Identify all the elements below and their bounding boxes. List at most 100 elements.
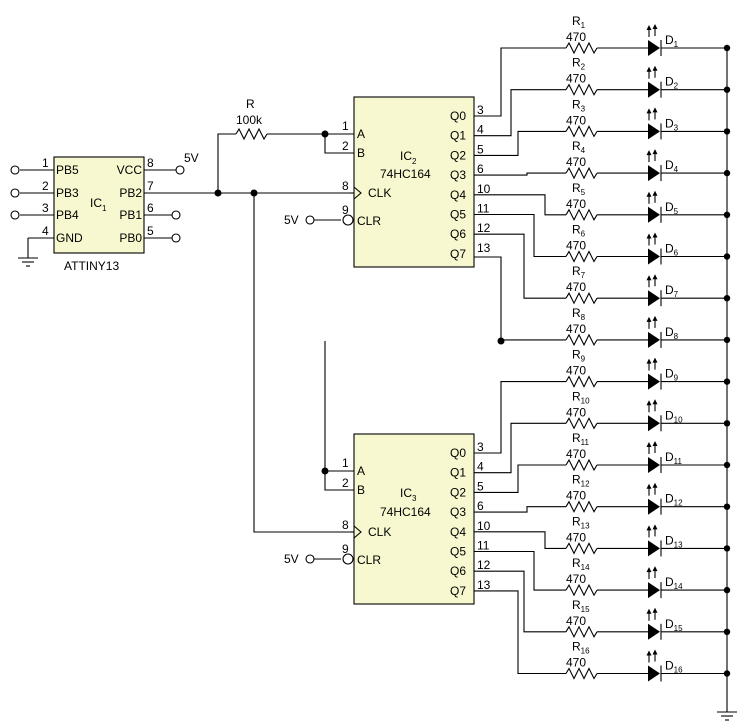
resistor-icon [565, 458, 598, 472]
light-arrow-head [652, 482, 658, 488]
q-output-wire [474, 531, 566, 549]
resistor-value: 470 [566, 197, 586, 211]
light-arrow-head [646, 442, 652, 447]
resistor-value: 470 [566, 656, 586, 670]
diode-ref: D9 [665, 367, 679, 383]
resistor-ref: R2 [572, 56, 586, 72]
junction-dot [321, 130, 329, 138]
mcu-body [53, 156, 145, 254]
light-arrow-head [652, 107, 658, 113]
diode-ref: D13 [665, 533, 683, 549]
q-output-pin-num: 3 [477, 103, 484, 117]
resistor-value: 470 [566, 30, 586, 44]
q-output-pin-num: 6 [477, 162, 484, 176]
resistor-ref: R4 [572, 139, 586, 155]
led-diode-icon [648, 457, 660, 473]
mcu-pin-name: PB2 [119, 186, 142, 200]
q-output-wire [474, 422, 566, 474]
q-output-wire [474, 464, 566, 493]
pb4-terminal [10, 210, 20, 220]
pb0-terminal [171, 233, 181, 243]
resistor-icon [565, 333, 598, 347]
mcu-ic1: 1 2 3 4 PB5 PB3 PB4 GND 8 7 6 5 VCC PB2 … [10, 151, 254, 273]
resistor-value: 470 [566, 572, 586, 586]
light-arrow-head [652, 190, 658, 196]
led-diode-icon [648, 540, 660, 557]
q-output-label: Q3 [450, 168, 466, 182]
ic3-pin-num: 2 [342, 476, 349, 490]
q-output-pin-num: 5 [477, 479, 484, 493]
q-output-wire [474, 172, 566, 176]
resistor-icon [565, 41, 598, 55]
q-output-wire [474, 194, 566, 216]
led-diode-icon [648, 40, 660, 56]
q-output-wire [474, 47, 566, 117]
light-arrow-head [652, 399, 658, 405]
q-output-label: Q4 [450, 525, 466, 539]
vcc-terminal [175, 165, 185, 175]
q-output-pin-num: 13 [477, 241, 491, 255]
q-output-pin-num: 10 [477, 519, 491, 533]
mcu-pin-num: 8 [147, 156, 154, 170]
light-arrow-head [652, 566, 658, 572]
q-output-pin-num: 11 [477, 539, 490, 553]
q-output-label: Q3 [450, 505, 466, 519]
led-diode-icon [648, 373, 660, 390]
light-arrow-head [646, 191, 652, 197]
q-output-label: Q7 [450, 247, 466, 261]
diode-ref: D11 [665, 450, 683, 466]
q-output-label: Q7 [450, 584, 466, 598]
pb1-terminal [171, 210, 181, 220]
ic2-pin-num: 1 [342, 119, 349, 133]
ic3-pin-num: 1 [342, 456, 349, 470]
q-output-pin-num: 3 [477, 440, 484, 454]
resistor-ref: R12 [572, 473, 590, 489]
resistor-icon [565, 542, 598, 555]
resistor-ref: R6 [572, 223, 586, 239]
led-diode-icon [648, 165, 660, 182]
mcu-pin-name: VCC [117, 163, 143, 177]
resistor-icon [565, 500, 598, 513]
diode-ref: D16 [665, 659, 683, 675]
led-diode-icon [648, 248, 660, 265]
ic3-pin-name: CLR [357, 553, 381, 567]
resistor-icon [565, 208, 598, 222]
clock-edge-icon [353, 525, 362, 539]
q-output-label: Q1 [450, 466, 466, 480]
q-output-wire [474, 213, 566, 258]
ic3-pin-name: B [357, 483, 365, 497]
q-output-pin-num: 4 [477, 460, 484, 474]
resistor-ref: R7 [572, 264, 586, 280]
clock-edge-icon [353, 186, 362, 200]
resistor-r-100k: R 100k [217, 97, 354, 193]
light-arrow-head [652, 607, 658, 613]
led-diode-icon [648, 665, 660, 682]
resistor-value: 470 [566, 614, 586, 628]
resistor-value: 470 [566, 113, 586, 127]
ic2-ref: IC2 [400, 149, 417, 166]
light-arrow-head [646, 650, 652, 656]
resistor-icon [235, 127, 268, 141]
mcu-pin-name: PB5 [56, 163, 79, 177]
q-output-label: Q0 [450, 109, 466, 123]
light-arrow-head [646, 400, 652, 406]
clr-inverter-bubble [342, 553, 354, 565]
q-output-wire [474, 233, 566, 299]
led-diode-icon [648, 582, 660, 599]
diode-ref: D4 [665, 158, 679, 174]
led-diode-icon [648, 415, 660, 432]
q-output-pin-num: 4 [477, 123, 484, 137]
resistor-ref: R3 [572, 97, 586, 113]
q-output-label: Q0 [450, 446, 466, 460]
ground-rail [717, 48, 737, 721]
diode-ref: D15 [665, 617, 683, 633]
led-diode-icon [648, 81, 660, 98]
ic2-pin-name: B [357, 146, 365, 160]
